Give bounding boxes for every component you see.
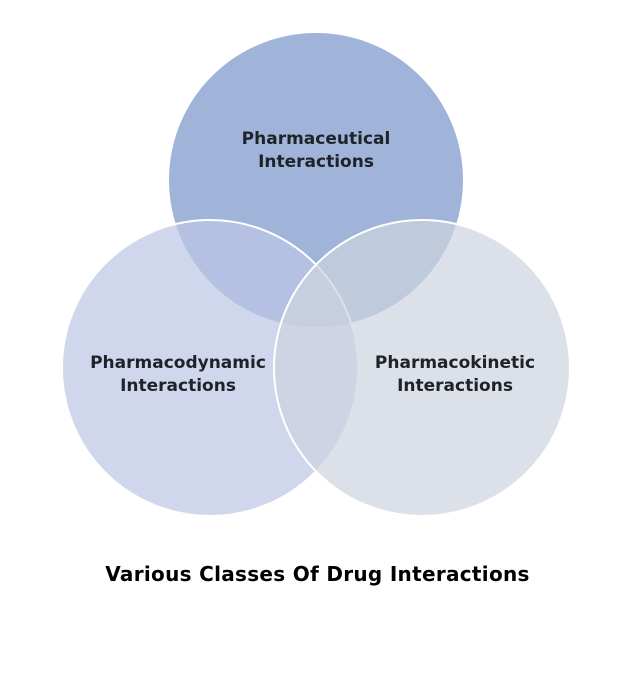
pharmaceutical-label-line1: Pharmaceutical (242, 129, 391, 149)
pharmacokinetic-circle (273, 219, 571, 517)
venn-diagram: Pharmaceutical Interactions Pharmacodyna… (61, 31, 571, 517)
pharmacokinetic-label-line1: Pharmacokinetic (375, 353, 535, 373)
circle-pharmacokinetic (273, 219, 571, 517)
pharmacodynamic-label-line2: Interactions (120, 376, 236, 396)
pharmaceutical-label-line2: Interactions (258, 152, 374, 172)
pharmacodynamic-label-line1: Pharmacodynamic (90, 353, 266, 373)
diagram-caption: Various Classes Of Drug Interactions (105, 562, 530, 586)
pharmacokinetic-label-line2: Interactions (397, 376, 513, 396)
